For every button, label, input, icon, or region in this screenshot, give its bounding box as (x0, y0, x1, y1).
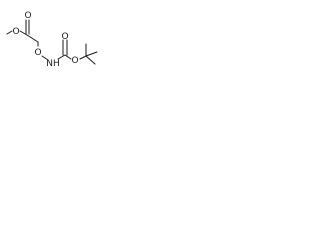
ether-oxygen-label: O (34, 48, 41, 58)
methoxy-oxygen-label: O (12, 27, 19, 37)
bond-ester-oxygen-quaternary-carbon (79, 55, 87, 60)
bond-nitrogen-carbamate-carbon (57, 54, 66, 60)
molecule-canvas: O O O NH O O (0, 0, 127, 84)
bond-carbamate-carbon-ester-oxygen (64, 54, 72, 60)
bond-ester-carbon-methylene (26, 34, 39, 43)
bond-ether-oxygen-nitrogen (41, 55, 49, 61)
bond-quaternary-carbon-methyl-right (85, 51, 98, 57)
bond-methyl-methoxy-oxygen (6, 30, 13, 35)
carbamate-ester-oxygen-label: O (71, 56, 78, 66)
ester-carbonyl-oxygen-label: O (24, 11, 31, 21)
nitrogen-hydrogen-label: NH (46, 59, 60, 69)
carbamate-carbonyl-oxygen-label: O (61, 32, 68, 42)
bond-quaternary-carbon-methyl-down (85, 55, 96, 65)
molecule-structure: O O O NH O O (6, 11, 98, 69)
